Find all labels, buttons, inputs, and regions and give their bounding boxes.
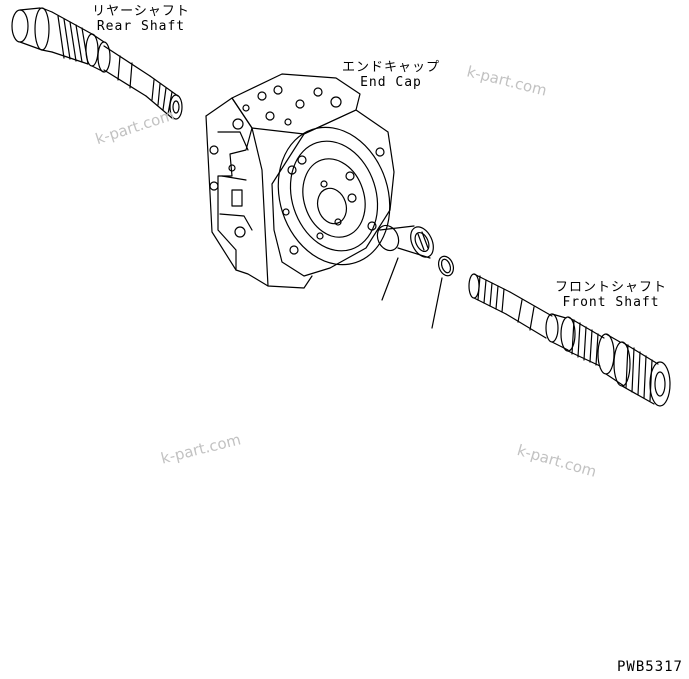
end-cap-drawing: [205, 73, 395, 289]
rear-shaft-label-en: Rear Shaft: [96, 19, 186, 34]
front-shaft-label: フロントシャフト Front Shaft: [548, 280, 674, 310]
front-shaft-drawing: [468, 273, 671, 407]
coupling-sleeve-drawing: [376, 224, 434, 301]
snap-ring-drawing: [431, 255, 455, 329]
rear-shaft-drawing: [11, 7, 183, 120]
rear-shaft-label-jp: リヤーシャフト: [92, 4, 190, 19]
front-shaft-label-jp: フロントシャフト: [554, 280, 667, 295]
drawing-code: PWB5317: [616, 659, 683, 675]
rear-shaft-label: リヤーシャフト Rear Shaft: [86, 4, 196, 34]
end-cap-label: エンドキャップ End Cap: [336, 60, 446, 90]
front-shaft-label-en: Front Shaft: [562, 295, 660, 310]
end-cap-label-jp: エンドキャップ: [341, 60, 440, 75]
end-cap-label-en: End Cap: [360, 75, 422, 90]
